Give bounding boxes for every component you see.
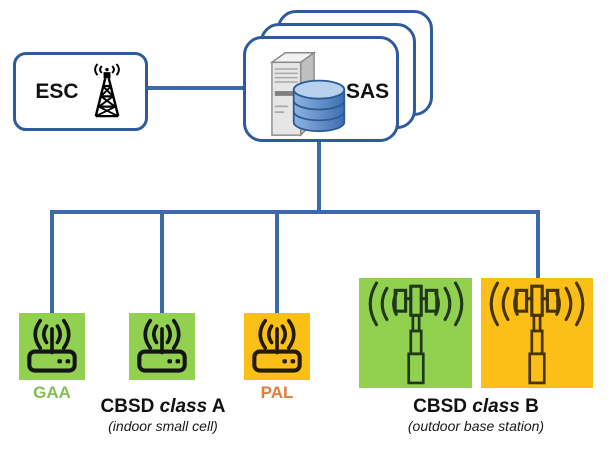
cbsd-class-b-title-suffix: B xyxy=(519,396,539,417)
pal-label: PAL xyxy=(260,383,294,402)
connector-sas-to-bus xyxy=(317,141,321,212)
cbsd-class-b-green-tile xyxy=(359,278,472,388)
connector-esc-sas xyxy=(148,86,244,90)
wifi-router-icon xyxy=(23,318,81,376)
wifi-router-icon xyxy=(248,318,306,376)
database-icon xyxy=(290,77,348,133)
cbsd-class-b-orange-tile xyxy=(481,278,593,388)
cbsd-class-b-subtitle: (outdoor base station) xyxy=(407,418,545,434)
connector-drop-pal-router xyxy=(275,212,279,314)
base-station-icon xyxy=(484,281,590,385)
antenna-tower-icon xyxy=(88,62,126,122)
base-station-icon xyxy=(363,281,469,385)
cbsd-class-a-title: CBSD class A xyxy=(63,396,263,418)
cbsd-class-a-router-tile xyxy=(129,313,195,380)
cbsd-gaa-router-tile xyxy=(19,313,85,380)
cbsd-class-a-subtitle: (indoor small cell) xyxy=(108,418,218,434)
cbsd-class-b-title-class-word: class xyxy=(472,396,520,417)
cbsd-class-a-title-suffix: A xyxy=(207,396,226,417)
cbsd-class-b-title-prefix: CBSD xyxy=(413,396,473,417)
gaa-label: GAA xyxy=(33,383,71,402)
connector-drop-gaa-router xyxy=(50,212,54,314)
sas-label: SAS xyxy=(346,80,390,103)
connector-drop-middle-router xyxy=(160,212,164,314)
cbsd-class-a-title-class-word: class xyxy=(159,396,208,417)
esc-node: ESC xyxy=(13,52,148,131)
cbsd-class-b-title: CBSD class B xyxy=(356,396,596,418)
bus-line xyxy=(50,210,540,214)
sas-node: SAS xyxy=(243,36,399,142)
connector-drop-base-station xyxy=(536,212,540,279)
wifi-router-icon xyxy=(133,318,191,376)
cbsd-class-a-title-prefix: CBSD xyxy=(100,396,160,417)
esc-label: ESC xyxy=(35,79,79,103)
cbsd-pal-router-tile xyxy=(244,313,310,380)
